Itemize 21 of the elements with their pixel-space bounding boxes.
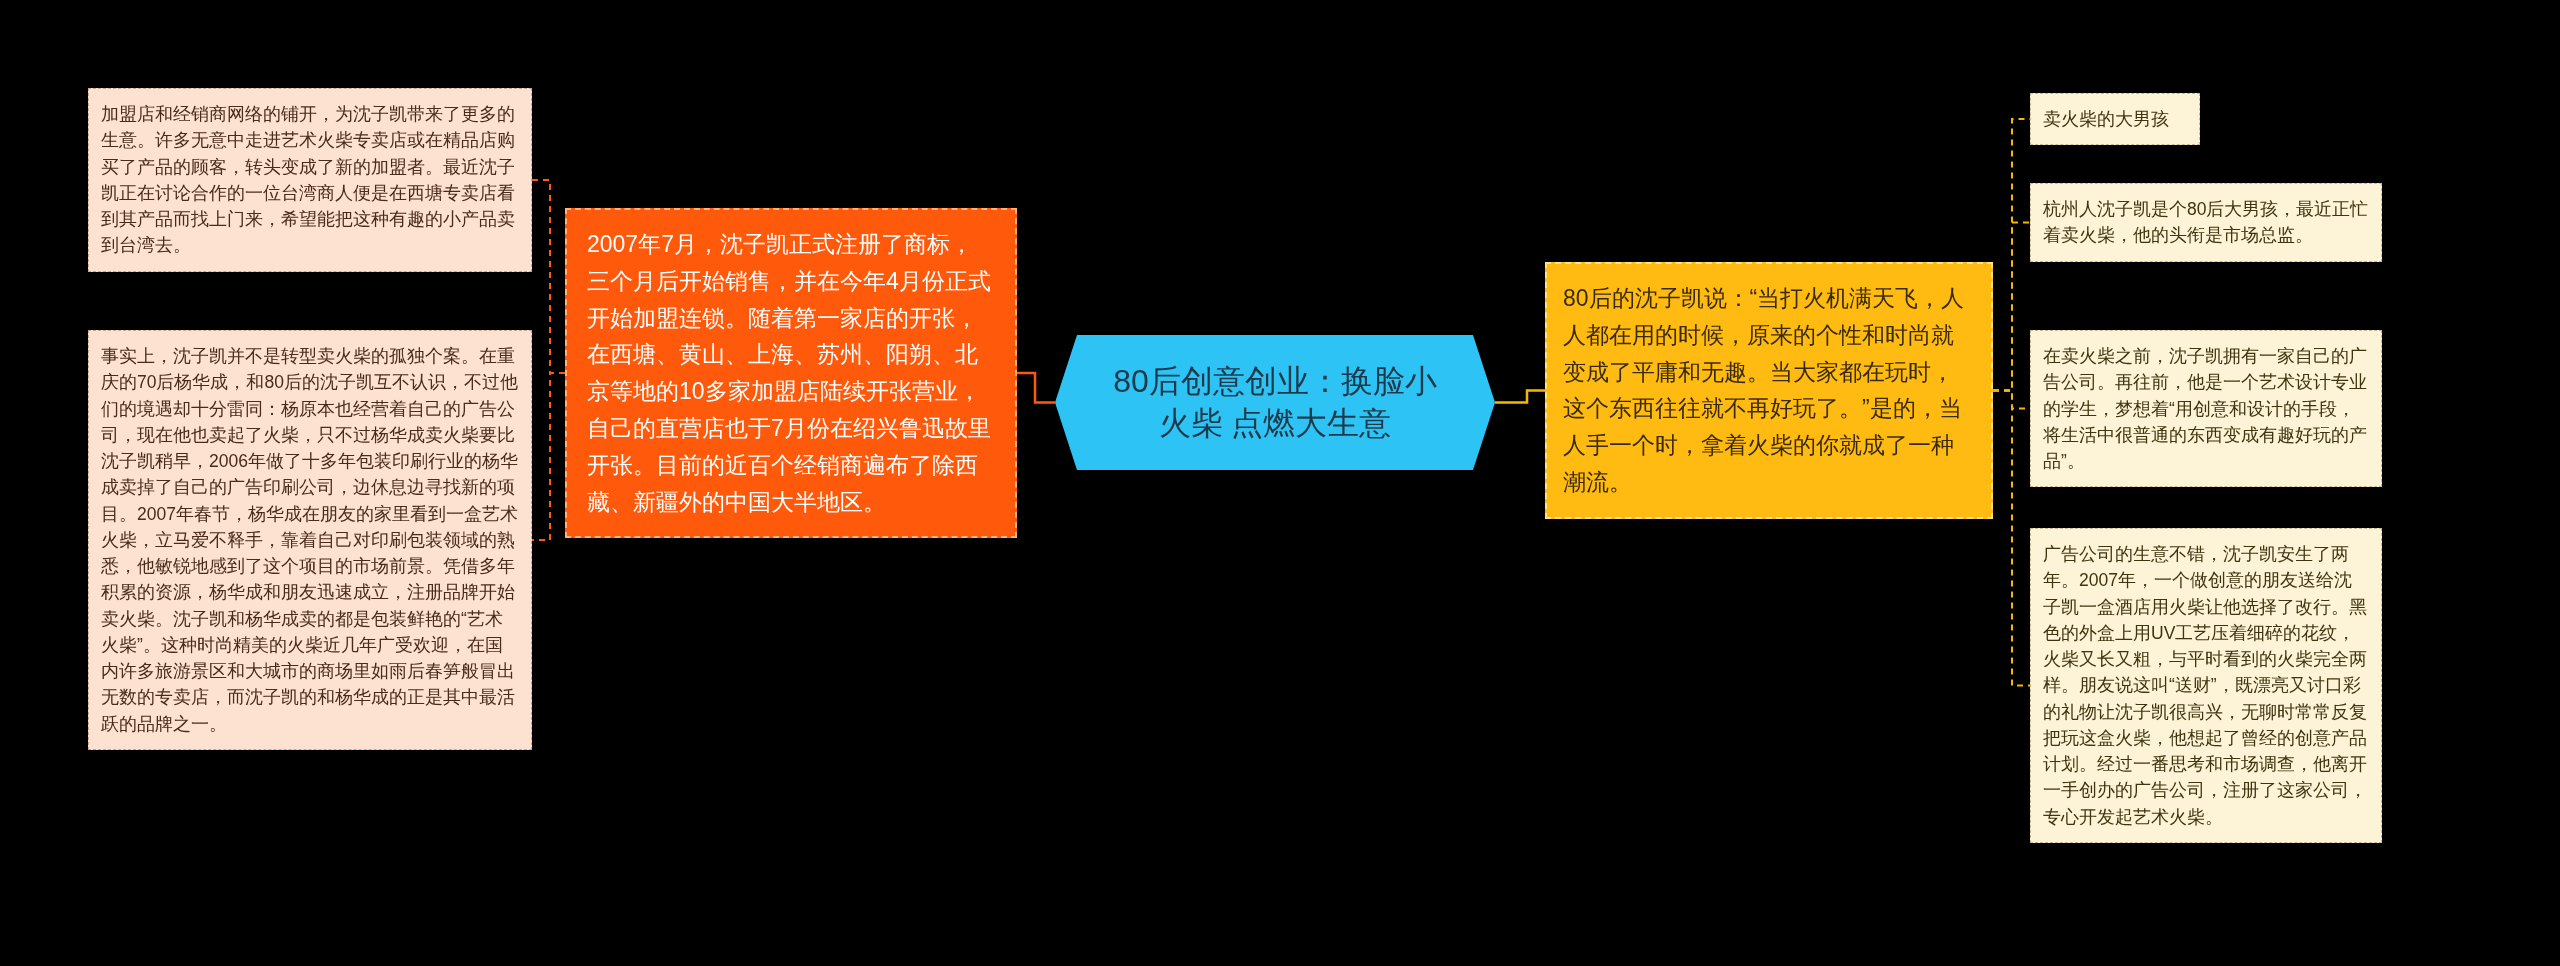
node-text: 杭州人沈子凯是个80后大男孩，最近正忙着卖火柴，他的头衔是市场总监。 <box>2043 198 2369 248</box>
node-text: 卖火柴的大男孩 <box>2043 108 2170 131</box>
node-text: 80后创意创业：换脸小火柴 点燃大生意 <box>1112 361 1438 443</box>
note-box <box>2030 93 2200 146</box>
node-text: 事实上，沈子凯并不是转型卖火柴的孤独个案。在重庆的70后杨华成，和80后的沈子凯互不认识，不过他们的境遇却十分雷同：杨原本也经营着自己的广告公司，现在他也卖起了火柴，只不过杨华成卖火柴要比沈子凯稍早，2006年做了十多年包装印刷行业的杨华成卖掉了自己的广告印刷公司，边休息边寻找新的项目。2007年春节，杨华成在朋友的家里看到一盒艺术火柴，立马爱不释手，靠着自己对印刷包装领域的熟悉，他敏锐地感到了这个项目的市场前景。凭借多年积累的资源，杨华成和朋友迅速成立，注册品牌开始卖火柴。沈子凯和杨华成卖的都是包装鲜艳的“艺术火柴”。这种时尚精美的火柴近几年广受欢迎，在国内许多旅游景区和大城市的商场里如雨后春笋般冒出无数的专卖店，而沈子凯的和杨华成的正是其中最活跃的品牌之一。 <box>101 345 519 736</box>
node-text: 2007年7月，沈子凯正式注册了商标，三个月后开始销售，并在今年4月份正式开始加盟连锁。随着第一家店的开张，在西塘、黄山、上海、苏州、阳朔、北京等地的10多家加盟店陆续开张营业，自己的直营店也于7月份在绍兴鲁迅故里开张。目前的近百个经销商遍布了除西藏、新疆外的中国大半地区。 <box>587 230 992 517</box>
node-text: 加盟店和经销商网络的铺开，为沈子凯带来了更多的生意。许多无意中走进艺术火柴专卖店或在精品店购买了产品的顾客，转头变成了新的加盟者。最近沈子凯正在讨论合作的一位台湾商人便是在西塘专卖店看到其产品而找上门来，希望能把这种有趣的小产品卖到台湾去。 <box>101 103 516 258</box>
note-box <box>2030 183 2382 262</box>
connector-line <box>1992 389 2031 687</box>
node-text: 广告公司的生意不错，沈子凯安生了两年。2007年，一个做创意的朋友送给沈子凯一盒酒店用火柴让他选择了改行。黑色的外盒上用UV工艺压着细碎的花纹，火柴又长又粗，与平时看到的火柴完全两样。朋友说这叫“送财”，既漂亮又讨口彩的礼物让沈子凯很高兴，无聊时常常反复把玩这盒火柴，他想起了曾经的创意产品计划。经过一番思考和市场调查，他离开一手创办的广告公司，注册了这家公司，专心开发起艺术火柴。 <box>2043 543 2368 829</box>
branch-box <box>565 208 1017 539</box>
note-box <box>2030 330 2382 488</box>
node-text: 在卖火柴之前，沈子凯拥有一家自己的广告公司。再往前，他是一个艺术设计专业的学生，梦想着“用创意和设计的手段，将生活中很普通的东西变成有趣好玩的产品”。 <box>2043 345 2368 473</box>
note-box <box>2030 528 2382 843</box>
node-text: 80后的沈子凯说：“当打火机满天飞，人人都在用的时候，原来的个性和时尚就变成了平庸和无趣。当大家都在玩时，这个东西往往就不再好玩了。”是的，当人手一个时，拿着火柴的你就成了一种潮流。 <box>1563 284 1966 497</box>
branch-box <box>1545 262 1993 519</box>
connector-line <box>1495 389 1545 404</box>
topic-hexagon <box>1055 335 1495 470</box>
connector-line <box>1017 371 1055 404</box>
note-box <box>88 88 532 272</box>
connector-line <box>531 372 566 541</box>
